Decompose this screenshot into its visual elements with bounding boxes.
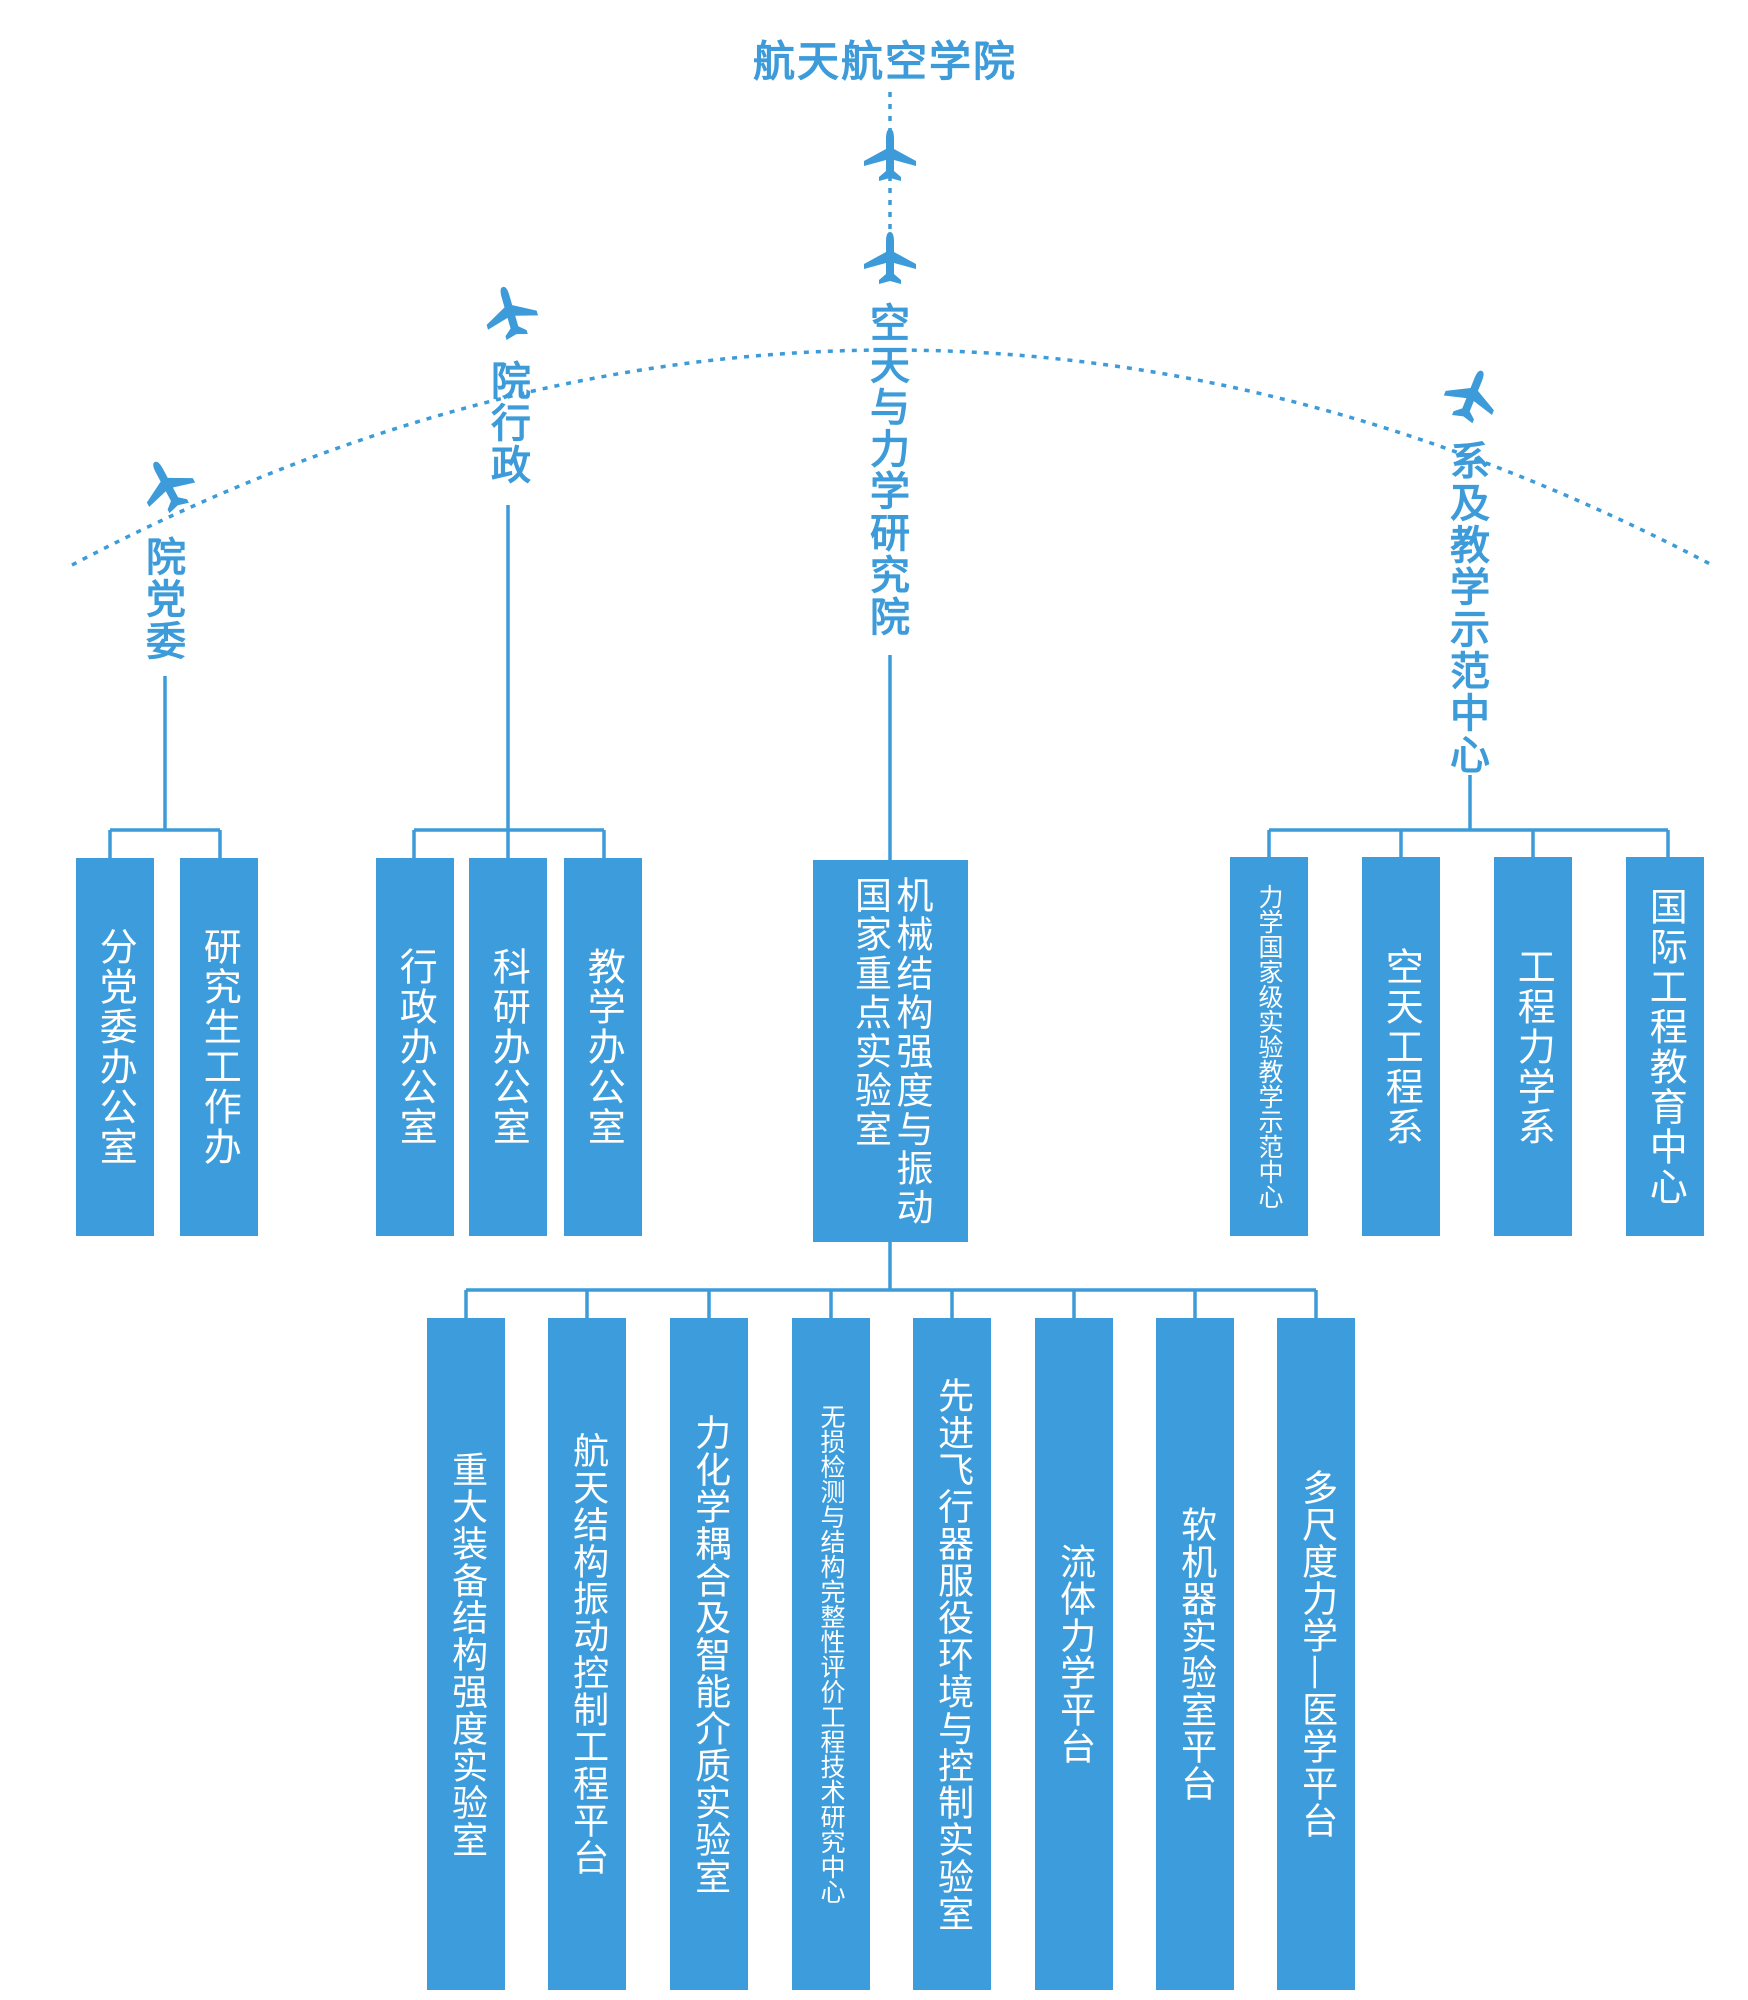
unit-box: 工程力学系 (1494, 857, 1572, 1236)
branch-label-admin: 院行政 (484, 360, 530, 486)
airplane-icon (131, 449, 203, 521)
platform-box: 航天结构振动控制工程平台 (548, 1318, 626, 1990)
unit-label: 空天工程系 (1379, 946, 1424, 1147)
unit-box: 空天工程系 (1362, 857, 1440, 1236)
platform-label: 航天结构振动控制工程平台 (567, 1432, 609, 1876)
unit-box: 教学办公室 (564, 858, 642, 1236)
platform-box: 流体力学平台 (1035, 1318, 1113, 1990)
platform-label: 力化学耦合及智能介质实验室 (689, 1413, 731, 1895)
unit-label: 科研办公室 (486, 947, 531, 1147)
state-key-lab-box: 机械结构强度与振动国家重点实验室 (813, 860, 968, 1242)
branch-label-institute: 空天与力学研究院 (863, 302, 909, 638)
platform-label: 无损检测与结构完整性评价工程技术研究中心 (817, 1404, 846, 1904)
platform-label: 先进飞行器服役环境与控制实验室 (932, 1376, 974, 1932)
platform-label: 流体力学平台 (1054, 1543, 1096, 1765)
state-key-lab-label: 机械结构强度与振动国家重点实验室 (848, 875, 933, 1227)
unit-label: 研究生工作办 (197, 927, 242, 1167)
branch-label-party: 院党委 (139, 536, 185, 662)
airplane-icon (864, 232, 916, 284)
platform-box: 软机器实验室平台 (1156, 1318, 1234, 1990)
platform-label: 多尺度力学—医学平台 (1296, 1469, 1338, 1839)
unit-label: 行政办公室 (393, 947, 438, 1147)
unit-label: 工程力学系 (1511, 946, 1556, 1147)
page-title: 航天航空学院 (752, 37, 1017, 86)
unit-box: 力学国家级实验教学示范中心 (1230, 857, 1308, 1236)
unit-box: 分党委办公室 (76, 858, 154, 1236)
platform-label: 软机器实验室平台 (1175, 1506, 1217, 1802)
unit-label: 分党委办公室 (93, 927, 138, 1167)
airplane-icon (477, 279, 543, 345)
state-key-lab-name-line2: 国家重点实验室 (848, 875, 892, 1149)
unit-label: 教学办公室 (581, 947, 626, 1147)
platform-box: 无损检测与结构完整性评价工程技术研究中心 (792, 1318, 870, 1990)
platform-box: 多尺度力学—医学平台 (1277, 1318, 1355, 1990)
state-key-lab-name-line1: 机械结构强度与振动 (889, 875, 933, 1227)
unit-label: 力学国家级实验教学示范中心 (1255, 884, 1284, 1209)
branch-label-departments: 系及教学示范中心 (1443, 440, 1489, 776)
platform-box: 先进飞行器服役环境与控制实验室 (913, 1318, 991, 1990)
unit-box: 行政办公室 (376, 858, 454, 1236)
unit-box: 科研办公室 (469, 858, 547, 1236)
unit-box: 研究生工作办 (180, 858, 258, 1236)
platform-box: 重大装备结构强度实验室 (427, 1318, 505, 1990)
dotted-arc (71, 348, 1713, 567)
unit-box: 国际工程教育中心 (1626, 857, 1704, 1236)
airplane-icon (1438, 361, 1506, 429)
airplane-icon (864, 129, 916, 181)
unit-label: 国际工程教育中心 (1643, 886, 1688, 1207)
platform-label: 重大装备结构强度实验室 (446, 1450, 488, 1858)
platform-box: 力化学耦合及智能介质实验室 (670, 1318, 748, 1990)
